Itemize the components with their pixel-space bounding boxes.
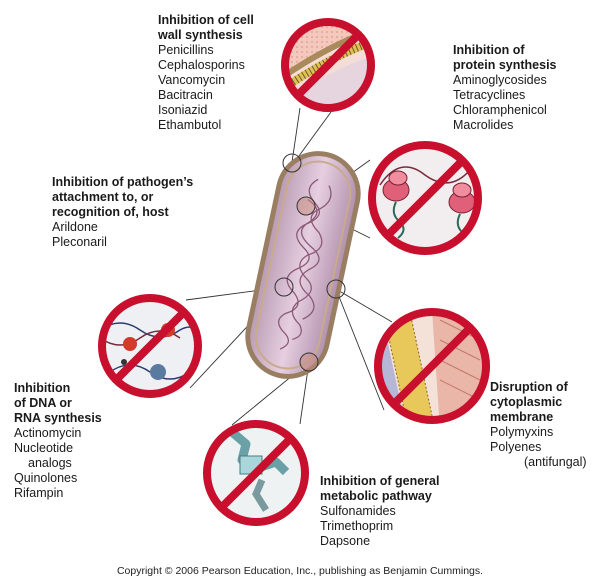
- cell-target-markers: [274, 153, 346, 372]
- heading-line: cytoplasmic: [490, 395, 563, 409]
- drug-item: Pleconaril: [52, 235, 107, 249]
- drug-item: Dapsone: [320, 534, 371, 548]
- dna-rna-synthesis-target-icon: [98, 294, 202, 398]
- heading-line: of DNA or: [14, 396, 72, 410]
- heading-line: wall synthesis: [158, 28, 243, 42]
- heading-line: Inhibition: [14, 381, 71, 395]
- drug-item: Trimethoprim: [320, 519, 394, 533]
- drug-item: Quinolones: [14, 471, 78, 485]
- cell-wall-target-icon: [281, 18, 375, 112]
- drug-item: Ethambutol: [158, 118, 222, 132]
- dna-nucleoid: [277, 178, 332, 350]
- drug-item: Chloramphenicol: [453, 103, 547, 117]
- heading-line: membrane: [490, 410, 554, 424]
- heading-line: Inhibition of: [453, 43, 525, 57]
- drug-item: analogs: [28, 456, 72, 470]
- drug-item: Sulfonamides: [320, 504, 396, 518]
- drug-item: Tetracyclines: [453, 88, 526, 102]
- label-cell-wall-synthesis: Inhibition of cell wall synthesis Penici…: [158, 13, 254, 133]
- bacterial-cell: [245, 151, 361, 379]
- drug-item: Bacitracin: [158, 88, 213, 102]
- label-protein-synthesis: Inhibition of protein synthesis Aminogly…: [453, 43, 557, 133]
- heading-line: attachment to, or: [52, 190, 154, 204]
- heading-line: metabolic pathway: [320, 489, 432, 503]
- drug-item: Polyenes: [490, 440, 542, 454]
- drug-item: Arildone: [52, 220, 98, 234]
- protein-synthesis-target-icon: [368, 141, 482, 255]
- heading-line: Inhibition of pathogen’s: [52, 175, 194, 189]
- drug-item: (antifungal): [524, 455, 587, 469]
- label-cytoplasmic-membrane: Disruption of cytoplasmic membrane Polym…: [490, 380, 587, 470]
- drug-item: Macrolides: [453, 118, 514, 132]
- heading-line: Inhibition of cell: [158, 13, 254, 27]
- drug-item: Polymyxins: [490, 425, 554, 439]
- heading-line: Inhibition of general: [320, 474, 440, 488]
- drug-item: Penicillins: [158, 43, 214, 57]
- drug-item: Nucleotide: [14, 441, 74, 455]
- copyright-notice: Copyright © 2006 Pearson Education, Inc.…: [116, 565, 484, 577]
- label-metabolic-pathway: Inhibition of general metabolic pathway …: [320, 474, 439, 549]
- heading-line: recognition of, host: [52, 205, 169, 219]
- drug-item: Vancomycin: [158, 73, 226, 87]
- drug-item: Cephalosporins: [158, 58, 245, 72]
- heading-line: RNA synthesis: [14, 411, 102, 425]
- heading-line: protein synthesis: [453, 58, 557, 72]
- cytoplasmic-membrane-target-icon: [374, 308, 490, 424]
- drug-item: Rifampin: [14, 486, 64, 500]
- label-dna-rna-synthesis: Inhibition of DNA or RNA synthesis Actin…: [14, 381, 102, 501]
- drug-item: Isoniazid: [158, 103, 208, 117]
- heading-line: Disruption of: [490, 380, 568, 394]
- drug-item: Actinomycin: [14, 426, 82, 440]
- label-pathogen-attachment: Inhibition of pathogen’s attachment to, …: [52, 175, 193, 250]
- metabolic-pathway-target-icon: [203, 420, 309, 526]
- drug-item: Aminoglycosides: [453, 73, 547, 87]
